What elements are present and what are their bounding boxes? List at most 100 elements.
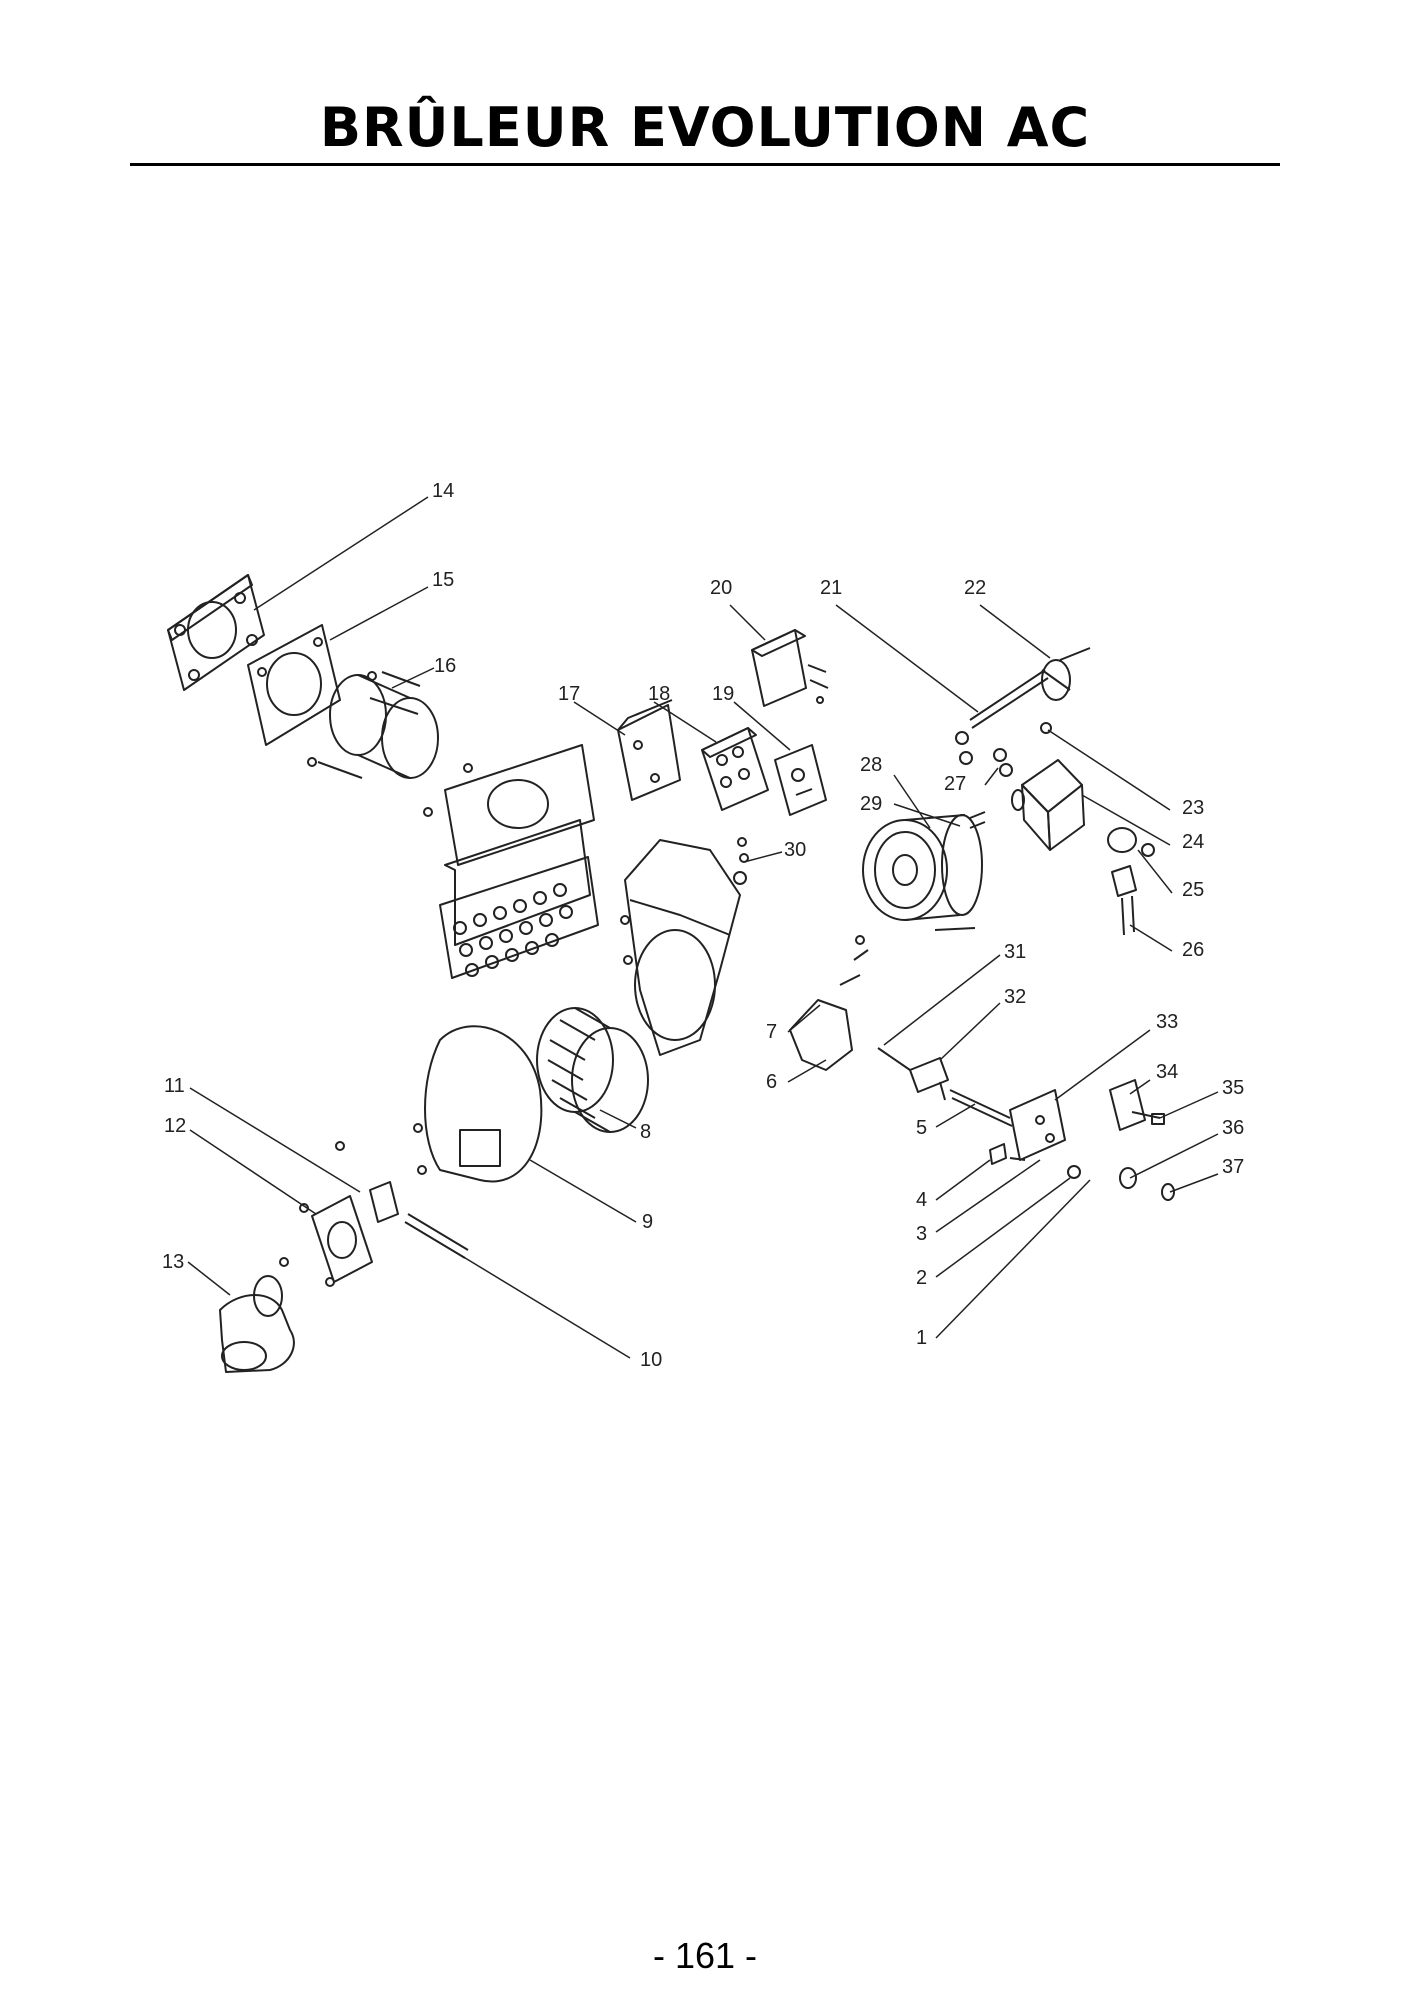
part-16-blast-tube — [307, 671, 439, 779]
callout-9: 9 — [642, 1211, 653, 1233]
part-18-terminal-block — [701, 727, 769, 811]
leader-29 — [893, 803, 961, 827]
leader-15 — [329, 586, 429, 641]
leader-17 — [573, 701, 626, 736]
leader-31 — [883, 954, 1001, 1046]
callout-labels: 14 15 16 17 18 19 20 21 22 23 24 25 26 2… — [162, 480, 1244, 1371]
callout-24: 24 — [1182, 831, 1204, 853]
callout-7: 7 — [766, 1021, 777, 1043]
leader-14 — [253, 496, 429, 611]
leader-21 — [835, 604, 979, 713]
part-12-air-damper — [279, 1181, 399, 1287]
part-9-fan-volute — [335, 1025, 543, 1183]
part-32-ignition-transformer — [877, 1047, 949, 1101]
part-33-nozzle-plate — [1009, 1089, 1066, 1161]
callout-6: 6 — [766, 1071, 777, 1093]
callout-5: 5 — [916, 1117, 927, 1139]
leader-24 — [1081, 794, 1171, 846]
leader-16 — [391, 667, 435, 689]
callout-21: 21 — [820, 577, 842, 599]
callout-13: 13 — [162, 1251, 184, 1273]
callout-4: 4 — [916, 1189, 927, 1211]
part-34-adjuster — [1109, 1079, 1165, 1131]
callout-29: 29 — [860, 793, 882, 815]
leader-4 — [935, 1159, 991, 1201]
leader-18 — [653, 701, 717, 743]
leader-13 — [187, 1261, 231, 1296]
callout-36: 36 — [1222, 1117, 1244, 1139]
callout-32: 32 — [1004, 986, 1026, 1008]
leader-2 — [935, 1177, 1071, 1278]
part-22-oil-filter — [1041, 647, 1091, 701]
callout-1: 1 — [916, 1327, 927, 1349]
leader-19 — [733, 701, 791, 751]
leader-9 — [529, 1159, 637, 1223]
callout-16: 16 — [434, 655, 456, 677]
callout-37: 37 — [1222, 1156, 1244, 1178]
page-title: BRÛLEUR EVOLUTION AC — [319, 96, 1091, 159]
callout-22: 22 — [964, 577, 986, 599]
callout-2: 2 — [916, 1267, 927, 1289]
leader-6 — [787, 1059, 827, 1083]
parts-drawing — [167, 574, 1175, 1373]
leader-1 — [935, 1179, 1091, 1339]
part-perforated-cover-plate — [423, 744, 599, 979]
callout-33: 33 — [1156, 1011, 1178, 1033]
leader-22 — [979, 604, 1051, 659]
part-17-bracket — [617, 699, 681, 801]
leader-26 — [1129, 924, 1173, 952]
leader-28 — [893, 774, 931, 829]
part-25-solenoid-valve — [1107, 827, 1155, 897]
callout-11: 11 — [164, 1075, 185, 1097]
callout-12: 12 — [164, 1115, 186, 1137]
leader-12 — [189, 1129, 317, 1215]
callout-34: 34 — [1156, 1061, 1178, 1083]
leader-30 — [743, 851, 783, 863]
leader-35 — [1159, 1091, 1219, 1119]
callout-26: 26 — [1182, 939, 1204, 961]
callout-23: 23 — [1182, 797, 1204, 819]
leader-10 — [451, 1249, 631, 1359]
part-13-air-elbow — [219, 1275, 295, 1373]
part-8-fan-wheel — [536, 1007, 649, 1133]
title-rule — [130, 163, 1280, 166]
part-19-control-box — [774, 744, 827, 816]
callout-27: 27 — [944, 773, 966, 795]
callout-17: 17 — [558, 683, 580, 705]
leader-27 — [984, 767, 999, 786]
leader-5 — [935, 1103, 976, 1128]
leader-23 — [1047, 729, 1171, 811]
part-28-motor — [862, 811, 986, 931]
part-14-flange-plate — [167, 574, 265, 691]
leader-37 — [1169, 1173, 1219, 1193]
page-number: - 161 - — [652, 1935, 758, 1976]
part-20-control-relay — [751, 629, 829, 707]
callout-15: 15 — [432, 569, 454, 591]
leader-8 — [599, 1109, 637, 1129]
callout-20: 20 — [710, 577, 732, 599]
leader-20 — [729, 604, 766, 641]
leader-33 — [1054, 1029, 1151, 1101]
leader-32 — [939, 1002, 1001, 1061]
leader-3 — [935, 1159, 1041, 1233]
callout-18: 18 — [648, 683, 670, 705]
part-7-ignition-electrodes — [789, 935, 869, 1071]
callout-35: 35 — [1222, 1077, 1244, 1099]
leader-lines — [187, 496, 1219, 1359]
leader-34 — [1129, 1079, 1151, 1095]
part-10-shaft — [404, 1213, 469, 1259]
part-1-4-fasteners — [989, 1143, 1175, 1201]
callout-31: 31 — [1004, 941, 1026, 963]
leader-7 — [787, 1004, 821, 1033]
part-21-oil-hose — [955, 669, 1049, 777]
part-15-mounting-plate — [247, 624, 341, 746]
callout-28: 28 — [860, 754, 882, 776]
leader-25 — [1137, 849, 1173, 894]
leader-36 — [1129, 1133, 1219, 1179]
part-23-oil-pump — [1011, 722, 1085, 851]
callout-30: 30 — [784, 839, 806, 861]
callout-10: 10 — [640, 1349, 662, 1371]
callout-8: 8 — [640, 1121, 651, 1143]
leader-11 — [189, 1087, 361, 1193]
